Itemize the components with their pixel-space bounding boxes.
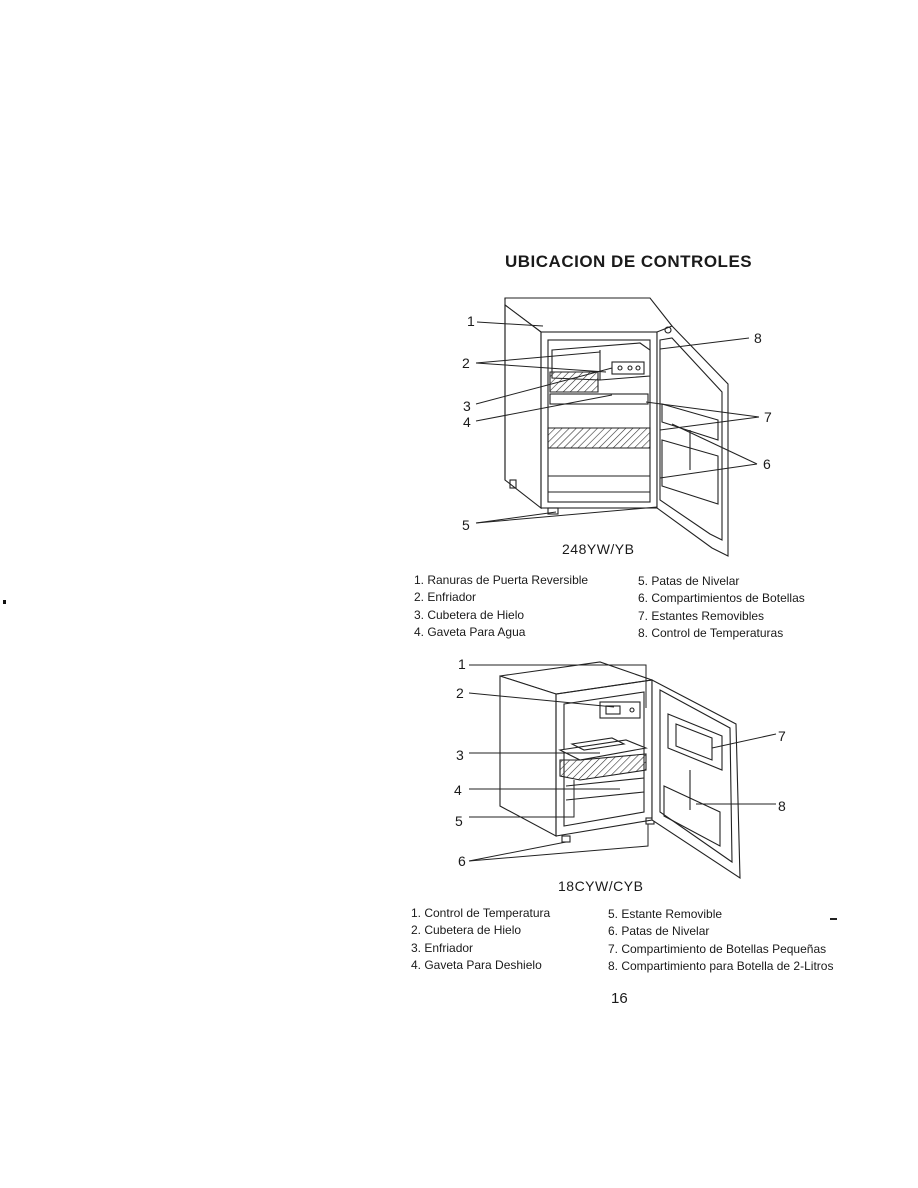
legend-item: 2. Cubetera de Hielo — [411, 923, 522, 938]
page-number: 16 — [611, 990, 628, 1007]
model-label-248yw: 248YW/YB — [562, 541, 635, 557]
legend-248yw-left: 1. Ranuras de Puerta Reversible 2. Enfri… — [414, 572, 588, 641]
callout-7: 7 — [764, 409, 772, 425]
legend-18cyw-right: 5. Estante Removible 6. Patas de Nivelar… — [608, 906, 833, 975]
legend-18cyw-left: 1. Control de Temperatura 2. Cubetera de… — [411, 905, 550, 974]
legend-item: 8. Compartimiento para Botella de 2-Litr… — [608, 958, 834, 973]
model-label-18cyw: 18CYW/CYB — [558, 878, 644, 894]
legend-item: 7. Estantes Removibles — [638, 608, 765, 623]
fridge-diagram-248yw — [504, 297, 729, 557]
callout-5: 5 — [462, 517, 470, 533]
fridge-diagram-18cyw — [499, 661, 741, 880]
legend-item: 3. Cubetera de Hielo — [414, 607, 525, 622]
callout-numbers-248yw: 1 2 3 4 5 6 7 8 — [462, 313, 772, 533]
legend-item: 1. Ranuras de Puerta Reversible — [414, 573, 589, 587]
legend-item: 6. Patas de Nivelar — [608, 924, 710, 939]
callout-numbers-18cyw: 1 2 3 4 5 6 7 8 — [454, 656, 786, 869]
callout-leaders-18cyw — [468, 664, 777, 862]
legend-item: 8. Control de Temperaturas — [638, 625, 784, 640]
legend-item: 2. Enfriador — [414, 590, 477, 605]
legend-item: 3. Enfriador — [411, 940, 474, 955]
callout-4: 4 — [454, 782, 462, 798]
legend-item: 4. Gaveta Para Deshielo — [411, 957, 542, 972]
callout-6: 6 — [763, 456, 771, 472]
legend-item: 5. Patas de Nivelar — [638, 574, 740, 588]
callout-2: 2 — [456, 685, 464, 701]
callout-7: 7 — [778, 728, 786, 744]
callout-1: 1 — [467, 313, 475, 329]
legend-item: 6. Compartimientos de Botellas — [638, 591, 805, 606]
legend-248yw-right: 5. Patas de Nivelar 6. Compartimientos d… — [638, 573, 805, 642]
legend-item: 4. Gaveta Para Agua — [414, 624, 526, 639]
callout-2: 2 — [462, 355, 470, 371]
callout-leaders-248yw — [475, 321, 760, 524]
callout-6: 6 — [458, 853, 466, 869]
legend-item: 7. Compartimiento de Botellas Pequeñas — [608, 941, 827, 956]
legend-item: 1. Control de Temperatura — [411, 906, 551, 920]
legend-item: 5. Estante Removible — [608, 907, 723, 921]
callout-8: 8 — [754, 330, 762, 346]
callout-5: 5 — [455, 813, 463, 829]
callout-3: 3 — [456, 747, 464, 763]
callout-8: 8 — [778, 798, 786, 814]
callout-4: 4 — [463, 414, 471, 430]
scan-mark — [3, 600, 6, 604]
callout-1: 1 — [458, 656, 466, 672]
callout-3: 3 — [463, 398, 471, 414]
scan-mark — [830, 918, 837, 920]
page-title: UBICACION DE CONTROLES — [505, 252, 753, 271]
